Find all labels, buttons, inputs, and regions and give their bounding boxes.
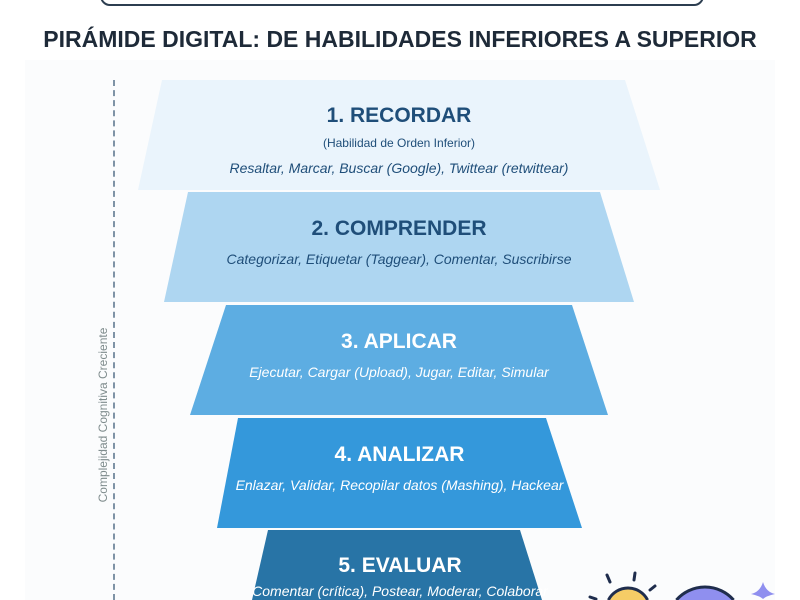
- level-description: Categorizar, Etiquetar (Taggear), Coment…: [226, 251, 572, 267]
- level-subtitle: (Habilidad de Orden Inferior): [322, 136, 476, 150]
- level-description: Ejecutar, Cargar (Upload), Jugar, Editar…: [249, 364, 549, 380]
- level-description: Comentar (crítica), Postear, Moderar, Co…: [252, 583, 548, 599]
- level-2: 2. COMPRENDER Categorizar, Etiquetar (Ta…: [164, 217, 634, 267]
- sun-icon: [588, 571, 657, 600]
- level-4-shape: [217, 418, 582, 528]
- level-description: Resaltar, Marcar, Buscar (Google), Twitt…: [229, 160, 569, 176]
- character-icon: [675, 585, 735, 600]
- level-title: 3. APLICAR: [341, 330, 457, 353]
- level-1: 1. RECORDAR (Habilidad de Orden Inferior…: [138, 104, 660, 176]
- level-description: Enlazar, Validar, Recopilar datos (Mashi…: [235, 477, 564, 493]
- level-4: 4. ANALIZAR Enlazar, Validar, Recopilar …: [217, 443, 582, 493]
- level-3-shape: [190, 305, 608, 415]
- level-title: 5. EVALUAR: [338, 554, 462, 577]
- page-title: PIRÁMIDE DIGITAL: DE HABILIDADES INFERIO…: [43, 26, 757, 52]
- level-title: 1. RECORDAR: [326, 104, 472, 127]
- level-5: 5. EVALUAR Comentar (crítica), Postear, …: [230, 554, 570, 599]
- sparkle-icon: [751, 582, 775, 599]
- level-3: 3. APLICAR Ejecutar, Cargar (Upload), Ju…: [190, 330, 608, 380]
- level-title: 4. ANALIZAR: [334, 443, 465, 466]
- level-5-shape: [252, 530, 542, 600]
- level-2-shape: [164, 192, 634, 302]
- level-title: 2. COMPRENDER: [311, 217, 487, 240]
- level-1-shape: [138, 80, 660, 190]
- complexity-axis: [113, 80, 115, 600]
